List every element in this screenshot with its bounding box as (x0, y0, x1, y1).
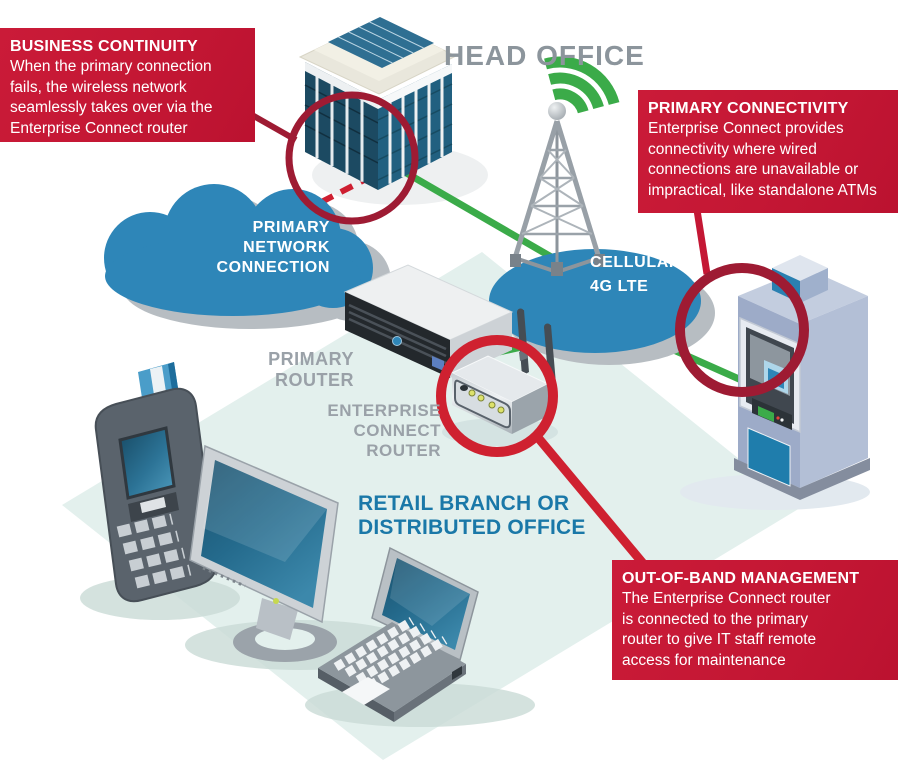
link-building-to-cellular (394, 163, 562, 266)
laptop-screen (382, 558, 470, 650)
business-continuity-tail (250, 112, 298, 143)
atm-icon (680, 255, 870, 510)
terminal-screen (118, 426, 176, 500)
router-led-lights (468, 389, 505, 414)
business-continuity-callout: BUSINESS CONTINUITY When the primary con… (0, 28, 255, 142)
cell-tower-icon (510, 102, 605, 276)
callout-title: BUSINESS CONTINUITY (10, 38, 198, 55)
server-logo-light (392, 336, 402, 346)
desktop-monitor-icon (185, 444, 415, 670)
payment-terminal-icon (80, 362, 240, 620)
monitor-power-led (273, 598, 279, 604)
laptop-icon (305, 546, 535, 727)
atm-front-door (747, 427, 791, 487)
monitor-screen (201, 460, 327, 608)
primary-router-label: PRIMARY ROUTER (268, 349, 354, 390)
callout-body: Enterprise Connect provides connectivity… (648, 120, 877, 199)
laptop-trackpad (342, 677, 390, 705)
building-highlight-circle (285, 91, 419, 225)
retail-branch-label: RETAIL BRANCH OR DISTRIBUTED OFFICE (358, 492, 586, 539)
enterprise-connect-router-label: ENTERPRISE CONNECT ROUTER (327, 401, 441, 460)
out-of-band-tail (531, 431, 650, 570)
laptop-keyboard (333, 617, 448, 690)
roof-solar-panel (328, 17, 434, 68)
tower-top-ball (548, 102, 566, 120)
wireless-signal-arcs-icon (544, 56, 620, 114)
primary-network-connection-label: PRIMARY NETWORK CONNECTION (216, 219, 330, 276)
atm-highlight-circle (675, 263, 809, 397)
primary-connectivity-tail (693, 209, 711, 275)
router-highlight-circle (436, 335, 558, 457)
callout-body: When the primary connection fails, the w… (10, 58, 213, 137)
terminal-keypad (116, 513, 192, 589)
cellular-zone-icon (489, 249, 701, 353)
cellular-4g-lte-label: CELLULAR 4G LTE (590, 254, 682, 295)
server-label (432, 356, 444, 371)
callout-body: The Enterprise Connect router is connect… (622, 590, 831, 669)
out-of-band-management-callout: OUT-OF-BAND MANAGEMENT The Enterprise Co… (612, 560, 898, 680)
router-port (460, 385, 468, 391)
primary-connectivity-callout: PRIMARY CONNECTIVITY Enterprise Connect … (638, 90, 898, 213)
head-office-label: HEAD OFFICE (444, 40, 645, 71)
primary-network-cloud-icon (104, 184, 373, 316)
callout-title: PRIMARY CONNECTIVITY (648, 100, 849, 117)
office-building-icon (298, 17, 458, 190)
callout-title: OUT-OF-BAND MANAGEMENT (622, 570, 860, 587)
